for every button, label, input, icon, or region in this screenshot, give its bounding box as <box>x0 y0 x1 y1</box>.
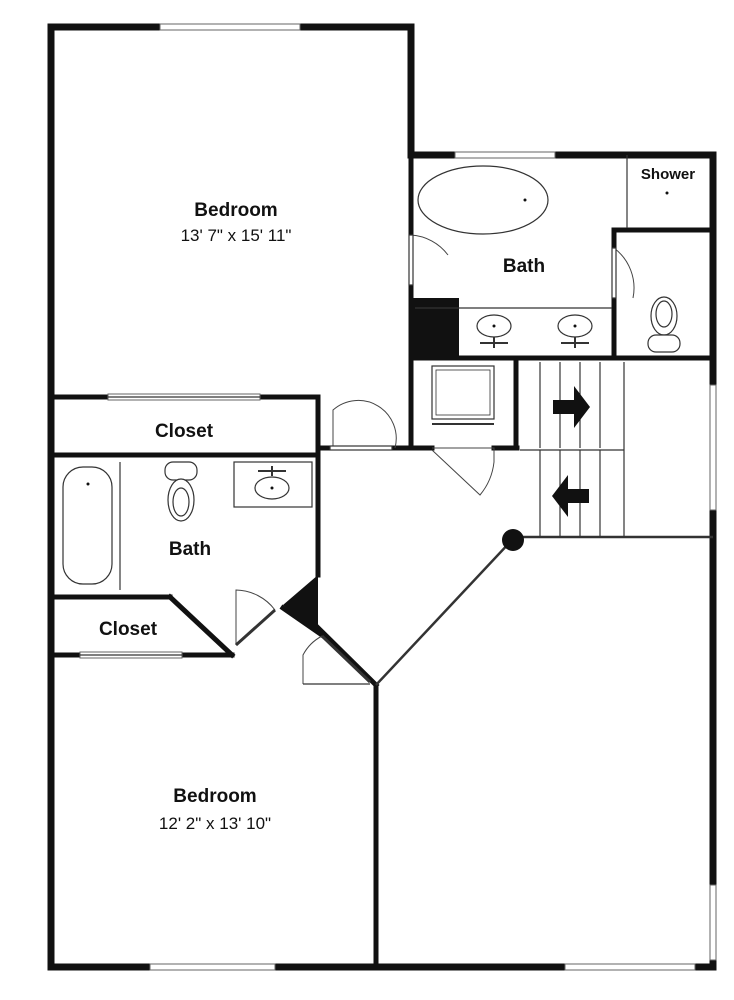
label-bath-master: Bath <box>503 256 545 277</box>
label-shower: Shower <box>641 166 695 183</box>
newel-post <box>502 529 524 551</box>
window-bath-master <box>454 151 556 159</box>
master-bath-fixtures <box>415 155 681 353</box>
label-bedroom-bottom: Bedroom <box>173 786 256 807</box>
label-closet-top: Closet <box>155 421 214 442</box>
label-bedroom-top: Bedroom <box>194 200 277 221</box>
dims-bedroom-bottom: 12' 2" x 13' 10" <box>159 814 271 833</box>
bathtub <box>62 466 113 585</box>
exterior-walls <box>47 23 717 971</box>
chase-master-bath <box>412 298 459 358</box>
sink-icon <box>476 314 512 348</box>
arrow-left-icon <box>552 475 589 517</box>
window-right-lower <box>709 884 717 961</box>
window-bottom-left <box>149 963 276 971</box>
label-bath-hall: Bath <box>169 539 211 560</box>
room-labels: Bedroom 13' 7" x 15' 11" Bath Shower Clo… <box>99 166 695 833</box>
bathtub-oval <box>417 165 549 235</box>
toilet-icon <box>164 461 198 522</box>
doors <box>79 234 635 685</box>
window-bottom-right <box>564 963 696 971</box>
window-bedroom-top <box>159 23 301 31</box>
toilet-icon <box>647 296 681 353</box>
stairs <box>520 362 625 537</box>
label-closet-lower: Closet <box>99 619 158 640</box>
windows <box>149 23 717 971</box>
dims-bedroom-top: 13' 7" x 15' 11" <box>181 226 292 245</box>
sink-icon <box>254 466 290 500</box>
sink-icon <box>557 314 593 348</box>
chase-hall <box>283 575 318 633</box>
window-right-upper <box>709 384 717 511</box>
hall-bath-fixtures <box>62 461 313 590</box>
linen-closet <box>431 365 495 425</box>
interior-walls <box>48 152 716 970</box>
arrow-right-icon <box>553 386 590 428</box>
